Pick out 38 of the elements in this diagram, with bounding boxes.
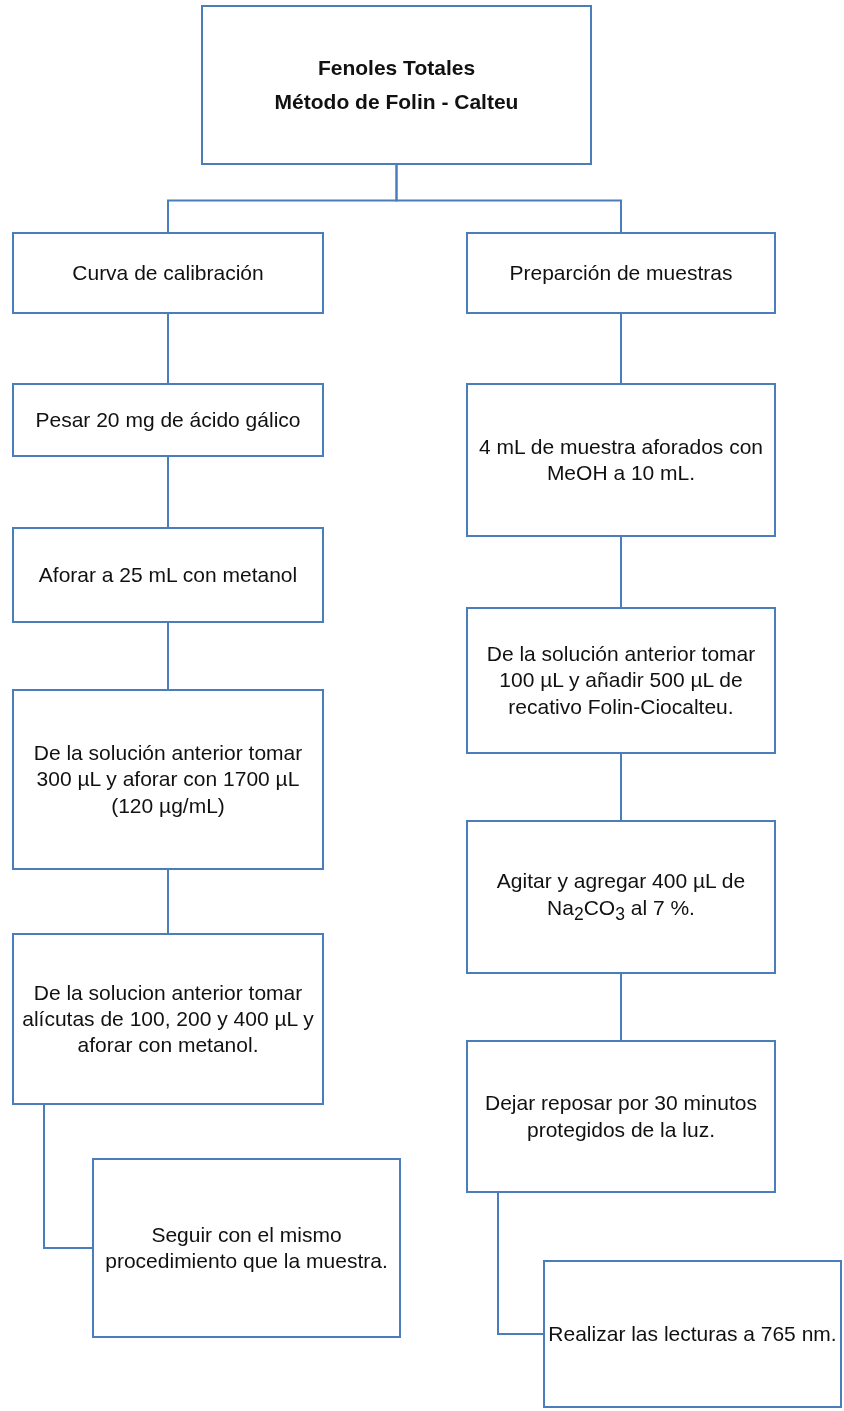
- connector-line: [620, 973, 622, 1041]
- process-box: [12, 933, 324, 1105]
- connector-line: [497, 1192, 544, 1335]
- connector-line: [620, 536, 622, 608]
- step-text: De la solución anterior tomar 100 µL y añadir 500 µL de recativo Folin-Ciocalteu.: [485, 641, 757, 720]
- connector-line: [620, 753, 622, 821]
- process-box: [543, 1260, 842, 1408]
- process-box: [466, 232, 776, 314]
- connector-line: [167, 313, 169, 384]
- step-text: Agitar y agregar 400 µL de Na$_{2}$CO$_{3}$ al 7 %.: [495, 868, 747, 926]
- step-text: Pesar 20 mg de ácido gálico: [35, 406, 301, 433]
- process-box: [466, 383, 776, 537]
- step-text: Curva de calibración: [72, 259, 264, 286]
- process-box: [466, 1040, 776, 1193]
- connector-line: [43, 1104, 93, 1249]
- step-text: Seguir con el mismo procedimiento que la muestra.: [104, 1221, 389, 1274]
- step-text: Preparción de muestras: [509, 259, 733, 286]
- step-text: 4 mL de muestra aforados con MeOH a 10 mL.: [477, 433, 764, 486]
- process-box: [12, 383, 324, 457]
- connector-line: [167, 456, 169, 528]
- step-text: De la solución anterior tomar 300 µL y aforar con 1700 µL (120 µg/mL): [32, 740, 304, 819]
- step-text: De la solucion anterior tomar alícutas de 100, 200 y 400 µL y aforar con metanol.: [21, 979, 315, 1059]
- process-box: [12, 527, 324, 623]
- connector-line: [395, 164, 622, 233]
- step-text: Aforar a 25 mL con metanol: [38, 561, 298, 588]
- step-text: Dejar reposar por 30 minutos protegidos de la luz.: [484, 1090, 758, 1143]
- process-box: [466, 607, 776, 754]
- process-box: [92, 1158, 401, 1338]
- step-text: Método de Folin - Calteu: [274, 89, 519, 115]
- connector-line: [620, 313, 622, 384]
- process-box: [466, 820, 776, 974]
- step-text: Realizar las lecturas a 765 nm.: [548, 1320, 837, 1347]
- process-box: [12, 232, 324, 314]
- process-box: [201, 5, 592, 165]
- connector-line: [167, 869, 169, 934]
- connector-line: [167, 622, 169, 690]
- step-text: Fenoles Totales: [317, 55, 476, 82]
- process-box: [12, 689, 324, 870]
